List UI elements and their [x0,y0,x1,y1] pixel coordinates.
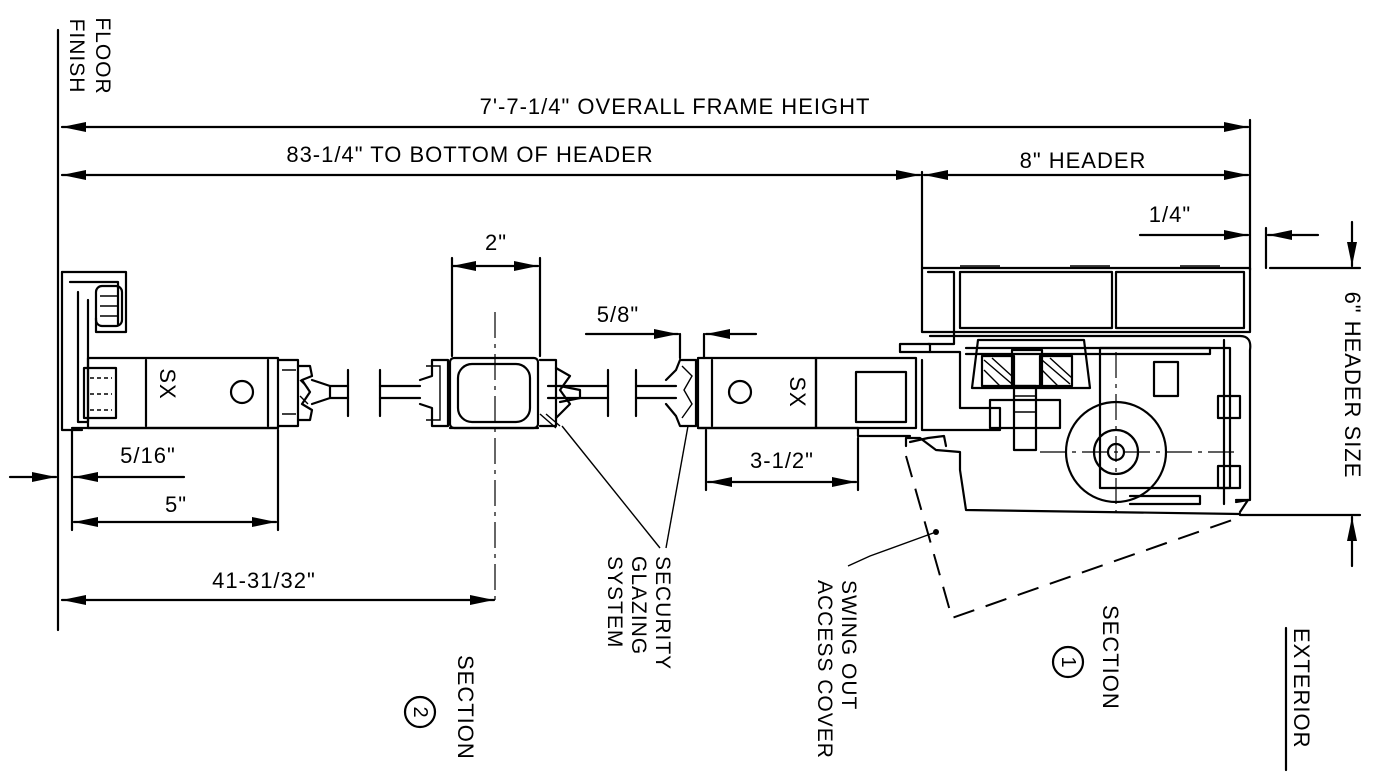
five-inch-dimension [72,428,280,532]
security-glazing-note: SECURITY GLAZING SYSTEM [603,556,674,670]
three-and-half-label: 3-1/2" [750,448,814,473]
forty-one-dimension [60,595,496,605]
security-line-2: GLAZING [627,556,650,655]
header-assembly [898,265,1252,512]
sx-left-label: SX [155,368,180,399]
section-1-number: 1 [1057,656,1079,667]
exterior-callout: EXTERIOR [1284,626,1314,772]
sx-right-label: SX [785,376,810,407]
five-inch-label: 5" [165,492,187,517]
overall-height-dimension [60,122,1250,132]
two-inch-dimension [450,256,542,358]
quarter-inch-label: 1/4" [1149,202,1191,227]
security-line-1: SECURITY [651,556,674,670]
five-sixteenths-dimension [8,428,186,532]
floor-label: FLOOR [91,17,114,94]
five-sixteenths-label: 5/16" [120,443,176,468]
security-line-3: SYSTEM [603,556,626,648]
header-size-label: 6" HEADER SIZE [1340,292,1365,479]
overall-height-label: 7'-7-1/4" OVERALL FRAME HEIGHT [480,94,871,119]
swing-line-2: ACCESS COVER [813,580,836,759]
header-size-dimension [1238,220,1362,568]
section-2-number: 2 [409,706,431,717]
section-2-callout: SECTION 2 [403,655,478,760]
section-1-text: SECTION [1098,605,1123,710]
two-inch-label: 2" [485,230,507,255]
section-1-circle [1051,645,1085,679]
left-jamb [60,270,128,432]
exterior-label: EXTERIOR [1289,628,1314,748]
center-mullion [418,356,610,430]
left-sx-rail [70,356,300,430]
section-1-callout: SECTION 1 [1051,605,1123,710]
security-glazing-leaders [561,425,689,549]
swing-line-1: SWING OUT [837,580,860,710]
header-8-dimension [922,170,1250,180]
swing-out-note: SWING OUT ACCESS COVER [813,580,860,759]
quarter-inch-dimension [1138,226,1320,270]
five-eighths-label: 5/8" [597,302,639,327]
five-eighths-dimension [584,329,758,339]
section-2-text: SECTION [453,655,478,760]
forty-one-label: 41-31/32" [212,568,316,593]
swing-out-cover [904,434,1250,620]
bottom-of-header-label: 83-1/4" TO BOTTOM OF HEADER [286,142,653,167]
right-glazing [606,332,706,428]
right-sx-rail [696,356,918,438]
bottom-of-header-dimension [60,170,922,180]
header-8-label: 8" HEADER [1020,148,1147,173]
finish-label: FINISH [65,19,88,94]
left-glazing [296,364,422,422]
swing-cover-leader [847,531,937,567]
three-and-half-dimension [704,428,860,492]
section-2-circle [403,695,437,729]
